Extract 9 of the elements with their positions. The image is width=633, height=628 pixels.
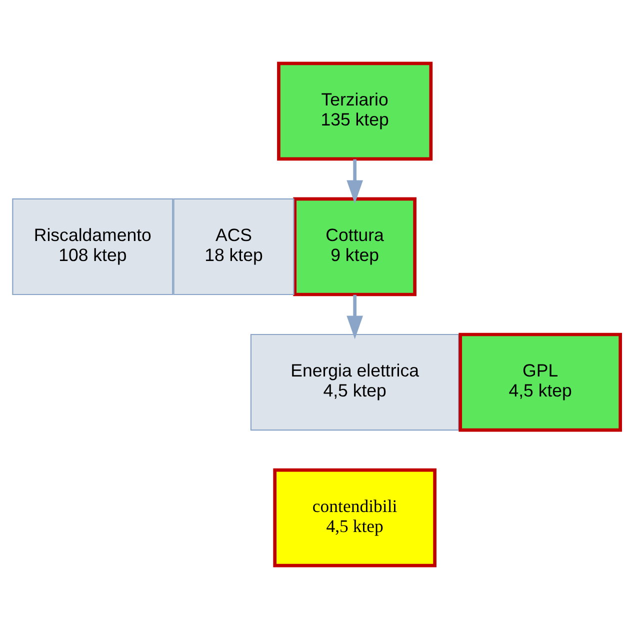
node-box: ACS 18 ktep (173, 198, 294, 295)
arrow (346, 158, 363, 204)
arrow (346, 294, 363, 339)
node-box: Riscaldamento 108 ktep (12, 198, 174, 295)
node-box: Energia elettrica 4,5 ktep (250, 333, 460, 430)
node-box: contendibili 4,5 ktep (273, 468, 436, 567)
node-box: Terziario 135 ktep (277, 61, 433, 160)
node-box: GPL 4,5 ktep (458, 332, 622, 432)
node-box: Cottura 9 ktep (293, 196, 416, 296)
